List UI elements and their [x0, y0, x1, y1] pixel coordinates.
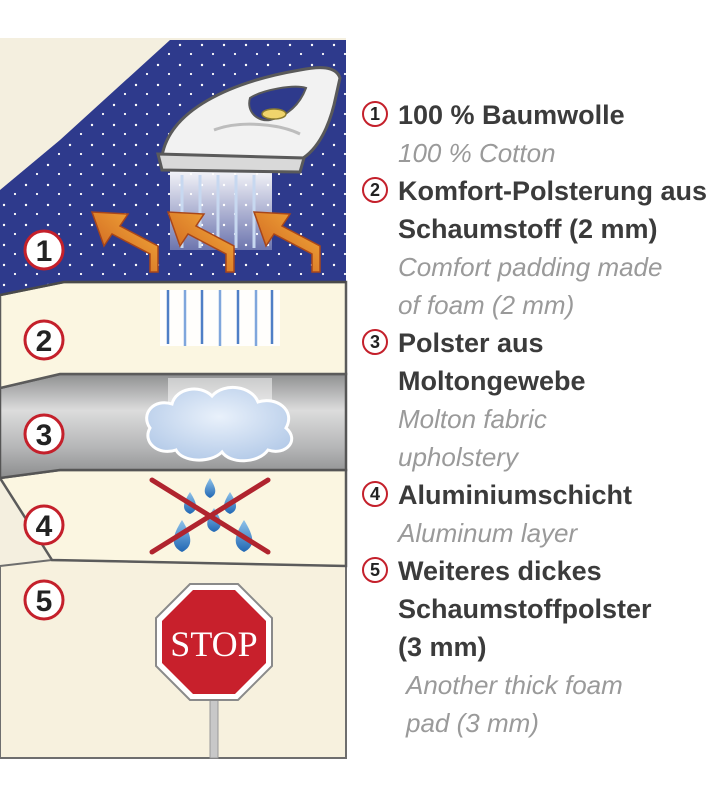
ironing-board-layers-illustration: STOP 1 2 3 4 5 [0, 38, 348, 759]
legend-english-text: Molton fabric [398, 404, 547, 434]
legend-german-text: Schaumstoff (2 mm) [398, 214, 658, 244]
legend-german-text: Aluminiumschicht [398, 480, 633, 510]
legend-german-text: Polster aus [398, 328, 544, 358]
cloud-icon [145, 378, 294, 463]
layer-badge-1: 1 [23, 229, 65, 271]
iron-icon [156, 66, 342, 174]
legend-entry-3: 3 Polster aus Moltongewebe Molton fabric… [360, 324, 722, 476]
cross-icon [149, 477, 271, 555]
legend-number-4: 4 [362, 481, 388, 507]
legend-english-text: Another thick foam [406, 670, 623, 700]
legend-entry-4: 4 Aluminiumschicht Aluminum layer [360, 476, 722, 552]
layer-legend: 1 100 % Baumwolle 100 % Cotton 2 Komfort… [360, 96, 722, 742]
layer-badge-3: 3 [23, 413, 65, 455]
legend-number-1: 1 [362, 101, 388, 127]
legend-entry-5: 5 Weiteres dickes Schaumstoffpolster (3 … [360, 552, 722, 742]
legend-german-text: Komfort-Polsterung aus [398, 176, 708, 206]
legend-english-text: Aluminum layer [398, 518, 578, 548]
legend-english-text: Comfort padding made [398, 252, 663, 282]
legend-english-text: upholstery [398, 442, 518, 472]
legend-german-text: Schaumstoffpolster [398, 594, 652, 624]
layer-badge-2: 2 [23, 319, 65, 361]
layer-badge-5: 5 [23, 579, 65, 621]
legend-english-text: 100 % Cotton [398, 138, 556, 168]
legend-english-text: of foam (2 mm) [398, 290, 575, 320]
legend-entry-2: 2 Komfort-Polsterung aus Schaumstoff (2 … [360, 172, 722, 324]
layer-badge-4: 4 [23, 504, 65, 546]
svg-text:4: 4 [36, 510, 53, 543]
legend-german-text: 100 % Baumwolle [398, 100, 625, 130]
legend-german-text: Moltongewebe [398, 366, 586, 396]
legend-entry-1: 1 100 % Baumwolle 100 % Cotton [360, 96, 722, 172]
legend-number-2: 2 [362, 177, 388, 203]
svg-text:5: 5 [36, 585, 53, 618]
legend-number-3: 3 [362, 329, 388, 355]
steam-lines-layer-2 [160, 290, 280, 346]
legend-german-text: (3 mm) [398, 632, 487, 662]
svg-text:2: 2 [36, 325, 53, 358]
legend-german-text: Weiteres dickes [398, 556, 602, 586]
stop-sign-icon: STOP [155, 583, 273, 759]
svg-text:1: 1 [36, 235, 53, 268]
heat-arrow-icon [90, 211, 321, 273]
legend-number-5: 5 [362, 557, 388, 583]
svg-text:3: 3 [36, 419, 53, 452]
legend-english-text: pad (3 mm) [406, 708, 539, 738]
stop-sign-label: STOP [170, 624, 257, 664]
